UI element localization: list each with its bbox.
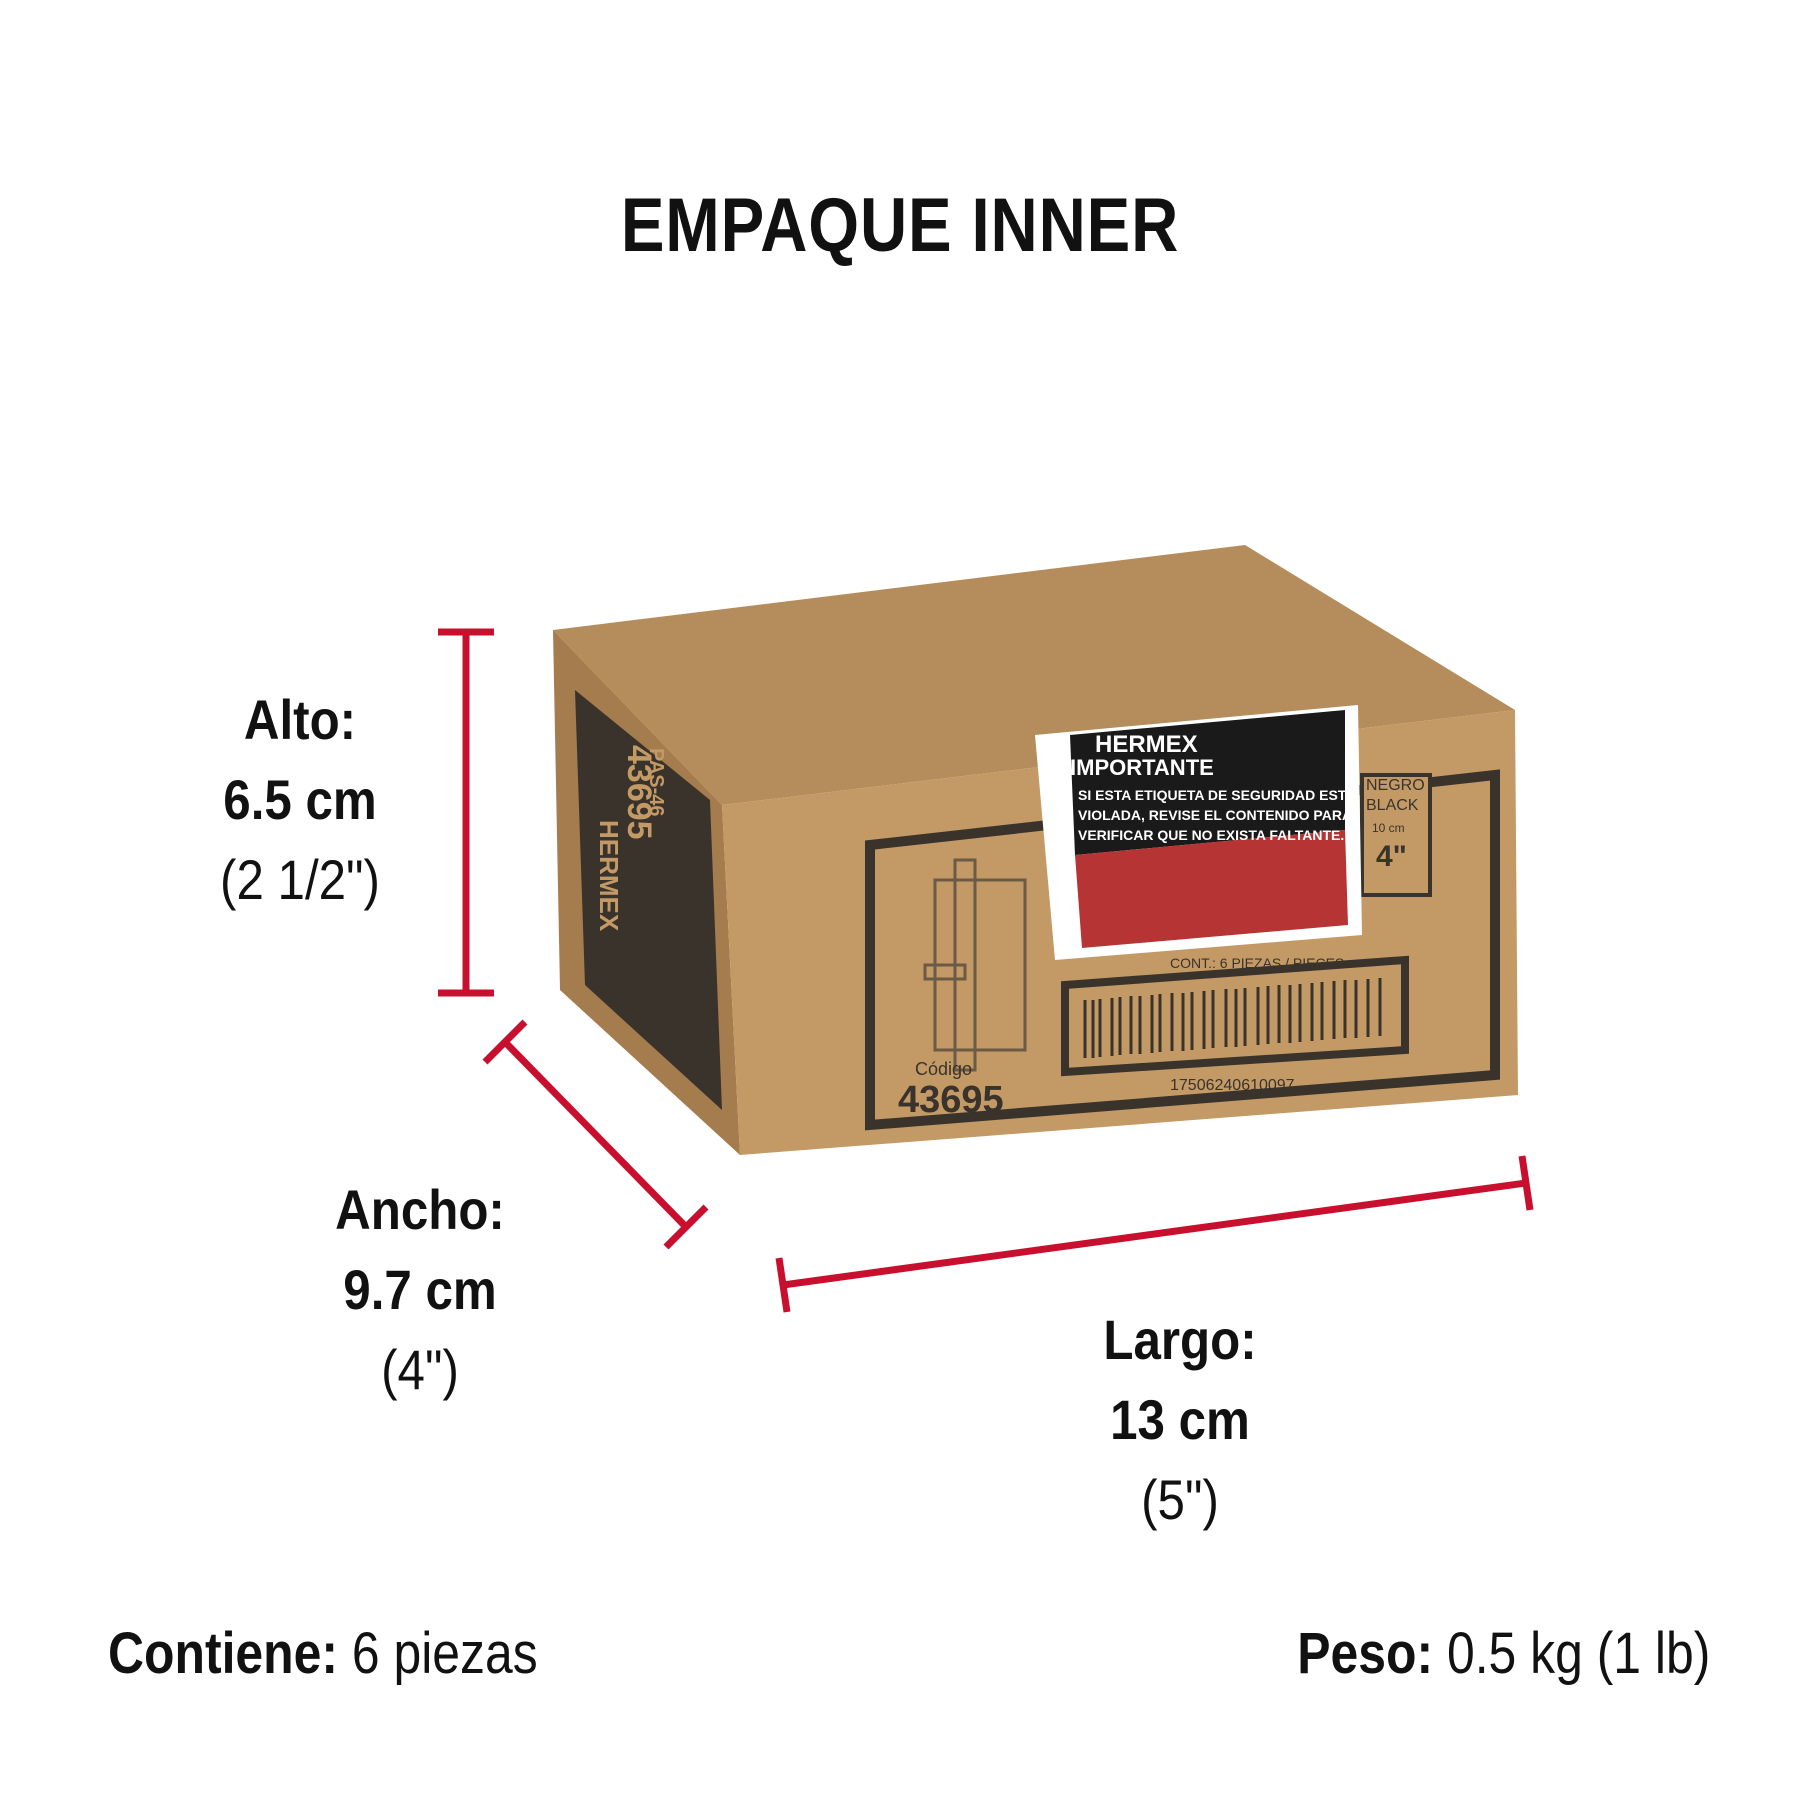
width-metric: 9.7 cm (343, 1258, 497, 1321)
seal-line-2: VIOLADA, REVISE EL CONTENIDO PARA (1078, 807, 1352, 823)
box-front-code: 43695 (898, 1079, 1004, 1121)
width-dimension: Ancho: 9.7 cm (4") (270, 1170, 570, 1410)
box-color-es: NEGRO (1366, 777, 1425, 794)
length-imperial: (5") (1141, 1468, 1219, 1531)
weight-info: Peso: 0.5 kg (1 lb) (1297, 1620, 1710, 1687)
seal-line-1: SI ESTA ETIQUETA DE SEGURIDAD ESTA (1078, 787, 1355, 803)
seal-brand: HERMEX (1095, 731, 1198, 758)
weight-label: Peso: (1296, 1621, 1433, 1686)
height-measure-line (438, 628, 494, 997)
height-label: Alto: (243, 688, 357, 751)
security-seal-red (1075, 830, 1348, 948)
length-label: Largo: (1103, 1308, 1257, 1371)
contents-value: 6 piezas (351, 1621, 538, 1686)
box-top-face (553, 545, 1515, 805)
width-measure-line (482, 1019, 709, 1250)
height-metric: 6.5 cm (223, 768, 377, 831)
seal-title: IMPORTANTE (1070, 755, 1214, 780)
length-measure-line (775, 1155, 1534, 1313)
box-size-metric: 10 cm (1372, 821, 1405, 835)
box-side-code: 43695 (620, 745, 658, 840)
length-metric: 13 cm (1110, 1388, 1250, 1451)
box-side-model: PAS-46 (645, 748, 667, 817)
width-imperial: (4") (381, 1338, 459, 1401)
box-color-en: BLACK (1366, 797, 1419, 814)
barcode-number: 17506240610097 (1170, 1077, 1295, 1094)
page-title: EMPAQUE INNER (620, 183, 1180, 268)
contents-label: Contiene: (108, 1621, 338, 1686)
box-size-imperial: 4" (1376, 840, 1407, 873)
seal-line-3: VERIFICAR QUE NO EXISTA FALTANTE. (1078, 827, 1344, 843)
box-side-print (575, 690, 722, 1110)
weight-value: 0.5 kg (1 lb) (1446, 1621, 1710, 1686)
length-dimension: Largo: 13 cm (5") (1030, 1300, 1330, 1540)
box-side-brand: HERMEX (594, 820, 624, 932)
width-label: Ancho: (335, 1178, 505, 1241)
box-front-code-label: Código (915, 1059, 972, 1079)
barcode-bars (1083, 978, 1382, 1058)
height-imperial: (2 1/2") (220, 848, 380, 911)
height-dimension: Alto: 6.5 cm (2 1/2") (150, 680, 450, 920)
contents-info: Contiene: 6 piezas (108, 1620, 538, 1687)
